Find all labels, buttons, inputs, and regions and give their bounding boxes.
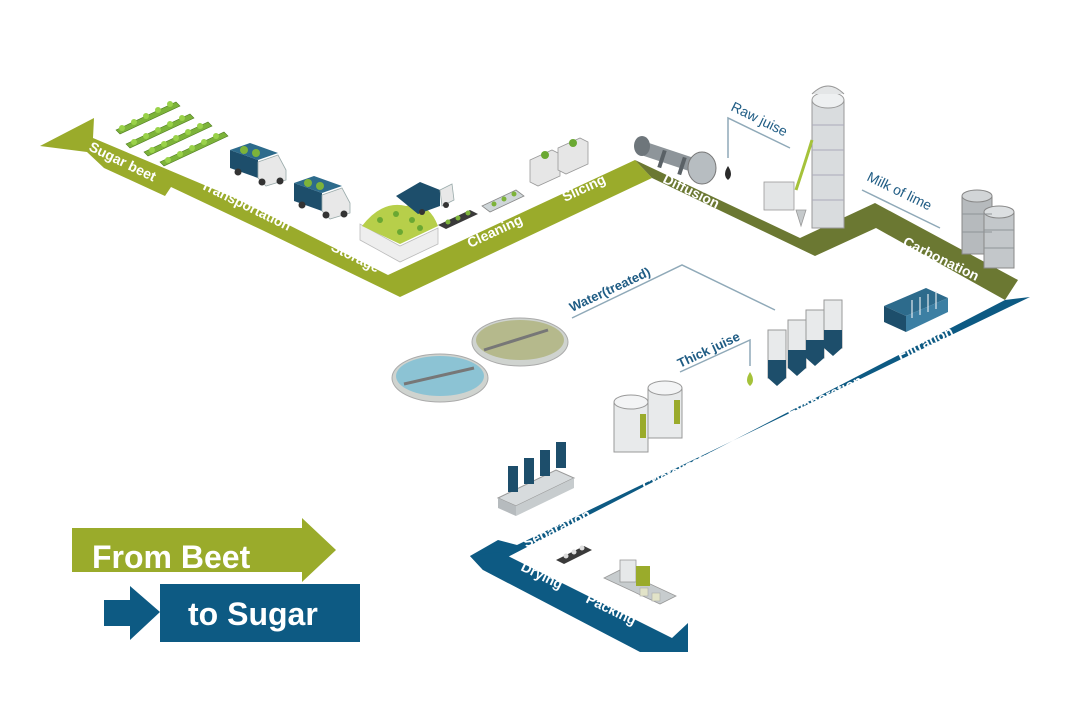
title-from-beet: From Beet bbox=[72, 518, 336, 582]
band-blue bbox=[470, 297, 1030, 570]
storage-pile-icon bbox=[359, 182, 455, 263]
raw-juice-annotation: Raw juise bbox=[725, 98, 790, 180]
step-separation: Separation bbox=[521, 506, 593, 551]
centrifuge-icon bbox=[496, 442, 576, 516]
water-treated-label: Water(treated) bbox=[567, 264, 653, 315]
thick-juice-drop-icon bbox=[747, 372, 753, 386]
truck-icon bbox=[230, 143, 287, 187]
thick-juice-label: Thick juise bbox=[675, 329, 742, 371]
step-cristalization: Cristalization bbox=[640, 442, 726, 494]
beet-field-icon bbox=[115, 101, 229, 167]
water-tank-icon bbox=[391, 317, 569, 403]
diffuser-drum-icon bbox=[634, 136, 717, 185]
title-line1: From Beet bbox=[92, 539, 251, 575]
truck-icon bbox=[294, 176, 351, 220]
conveyor-icon bbox=[438, 189, 525, 229]
tower-icon bbox=[763, 85, 845, 229]
band-green bbox=[40, 118, 652, 297]
band-blue-lower bbox=[470, 552, 688, 652]
title-to-sugar: to Sugar bbox=[104, 584, 360, 642]
evaporator-icon bbox=[767, 299, 843, 386]
dryer-icon bbox=[556, 545, 592, 564]
band-dark-green bbox=[635, 160, 1018, 300]
filter-press-icon bbox=[884, 288, 948, 332]
silo-icon bbox=[961, 189, 1015, 269]
title-line2: to Sugar bbox=[188, 596, 318, 632]
water-treated-annotation: Water(treated) bbox=[567, 264, 776, 319]
crystallizer-tank-icon bbox=[613, 380, 683, 453]
step-evaporation: Evaporation bbox=[785, 372, 865, 421]
slicer-icon bbox=[529, 137, 589, 187]
thick-juice-annotation: Thick juise bbox=[675, 329, 753, 386]
packing-machine-icon bbox=[603, 559, 677, 605]
raw-juice-drop-icon bbox=[725, 166, 731, 180]
